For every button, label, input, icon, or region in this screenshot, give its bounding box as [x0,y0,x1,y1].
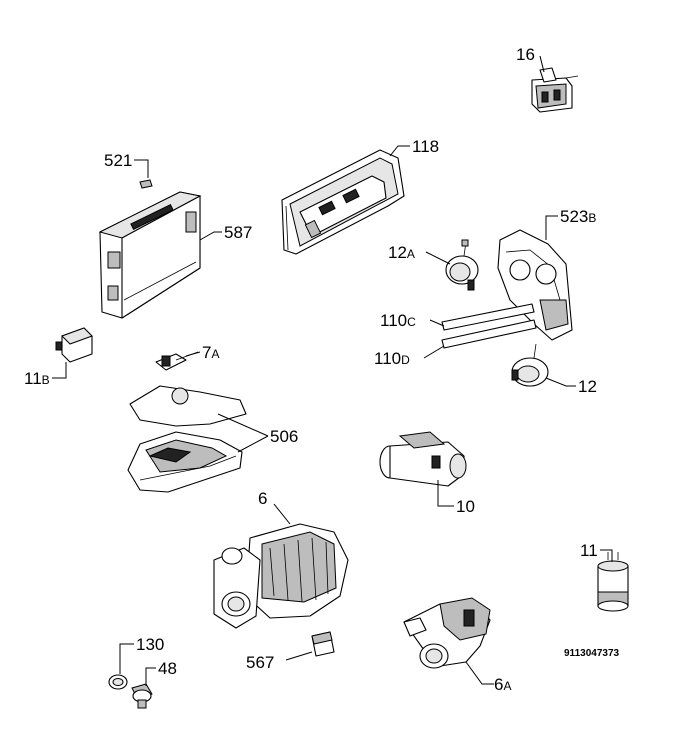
label-11b: 11B [24,362,67,388]
label-16-text: 16 [516,45,535,64]
label-7a: 7A [185,343,219,362]
label-118-text: 118 [412,137,439,156]
label-6a-suffix: A [503,679,511,693]
part-7a-float-switch [155,351,199,371]
part-506-sump-assembly [127,385,247,493]
label-110d-suffix: D [401,353,410,367]
svg-text:12A: 12A [388,243,415,262]
label-10: 10 [437,480,475,516]
part-567-block [311,631,335,657]
label-16: 16 [516,45,545,73]
svg-text:11B: 11B [24,369,50,388]
label-48: 48 [145,659,177,686]
label-11b-suffix: B [42,373,50,387]
svg-text:110C: 110C [380,311,416,330]
svg-text:6A: 6A [494,675,511,694]
label-11-text: 11 [580,541,598,560]
label-523b-suffix: B [588,211,596,225]
label-587-text: 587 [224,223,252,242]
label-48-text: 48 [158,659,177,678]
label-506: 506 [217,413,298,453]
part-110c-hose [441,303,535,331]
label-118: 118 [389,137,439,157]
label-12a-suffix: A [407,247,415,261]
label-6a-number: 6 [494,675,503,694]
part-48-screw [131,683,153,709]
part-587-electronic-board [98,191,202,319]
label-12: 12 [545,377,597,396]
part-10-heater [379,431,467,487]
part-12-pressure-switch [511,343,549,387]
part-130-ring [108,674,128,690]
part-523b-bracket [497,229,573,341]
label-521: 521 [104,151,149,178]
label-110c-suffix: C [407,315,416,329]
label-567: 567 [246,651,313,672]
label-110c-number: 110 [380,311,407,330]
part-118-control-module [281,149,405,255]
part-110d-hose [441,319,537,349]
label-6a: 6A [465,661,511,694]
label-587: 587 [199,223,252,242]
part-11b-relay [55,327,93,363]
label-110c: 110C [380,311,445,330]
part-16-switch [531,67,579,113]
svg-text:110D: 110D [374,349,410,368]
label-6: 6 [258,489,291,525]
label-6-text: 6 [258,489,267,508]
label-110d: 110D [374,345,445,368]
label-130-text: 130 [136,635,164,654]
svg-text:7A: 7A [202,343,219,362]
label-12a: 12A [388,243,451,265]
label-11: 11 [580,541,613,562]
label-130: 130 [119,635,164,674]
label-523b: 523B [545,207,596,240]
label-12-text: 12 [578,377,597,396]
part-6a-drain-pump [403,597,491,669]
label-110d-number: 110 [374,349,401,368]
label-567-text: 567 [246,653,274,672]
label-506-text: 506 [270,427,298,446]
label-10-text: 10 [456,497,475,516]
label-12a-number: 12 [388,243,407,262]
svg-text:523B: 523B [560,207,596,226]
part-6-circulation-pump [213,523,349,629]
reference-code: 9113047373 [564,648,620,659]
label-521-text: 521 [104,151,132,170]
part-521-clip [139,179,153,189]
part-12a-pressure-switch [445,239,479,291]
label-7a-number: 7 [202,343,211,362]
label-523b-number: 523 [560,207,588,226]
part-11-capacitor [597,552,629,612]
label-7a-suffix: A [211,347,219,361]
label-11b-number: 11 [24,369,42,388]
